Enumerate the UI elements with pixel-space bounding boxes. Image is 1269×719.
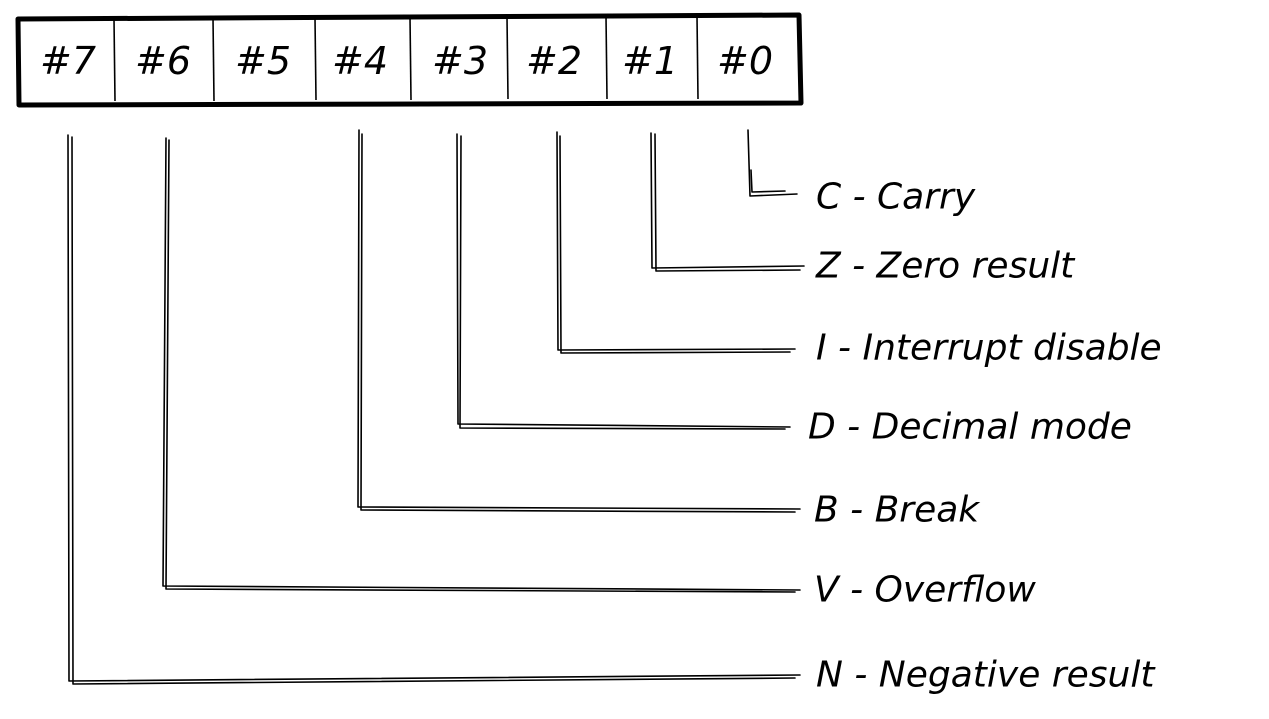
flag-label-break: B - Break bbox=[814, 490, 981, 531]
connector-bit-1 bbox=[650, 132, 805, 272]
flag-label-negative: N - Negative result bbox=[816, 655, 1156, 696]
connector-bit-7 bbox=[67, 134, 801, 685]
bit-label-0: #0 bbox=[717, 39, 773, 83]
bit-label-2: #2 bbox=[526, 39, 582, 83]
connectors bbox=[67, 129, 805, 685]
bit-label-5: #5 bbox=[235, 39, 291, 83]
connector-bit-2 bbox=[556, 131, 796, 354]
flag-label-zero: Z - Zero result bbox=[815, 246, 1076, 287]
bit-label-1: #1 bbox=[622, 39, 678, 83]
flag-label-overflow: V - Overflow bbox=[814, 570, 1036, 611]
register-box bbox=[15, 12, 804, 108]
bit-label-3: #3 bbox=[432, 39, 488, 83]
register-cell-dividers bbox=[113, 15, 699, 102]
flag-label-decimal: D - Decimal mode bbox=[808, 407, 1132, 448]
connector-bit-3 bbox=[456, 133, 791, 430]
bit-label-4: #4 bbox=[332, 39, 388, 83]
bit-label-7: #7 bbox=[40, 39, 96, 83]
register-bits: #7 #6 #5 #4 #3 #2 #1 #0 bbox=[40, 39, 773, 83]
connector-bit-6 bbox=[162, 137, 801, 593]
bit-label-6: #6 bbox=[135, 39, 191, 83]
flag-labels: C - Carry Z - Zero result I - Interrupt … bbox=[808, 177, 1162, 696]
connector-bit-4 bbox=[357, 129, 801, 513]
flag-label-interrupt: I - Interrupt disable bbox=[816, 328, 1162, 369]
connector-bit-0 bbox=[747, 129, 798, 197]
flag-label-carry: C - Carry bbox=[816, 177, 976, 218]
